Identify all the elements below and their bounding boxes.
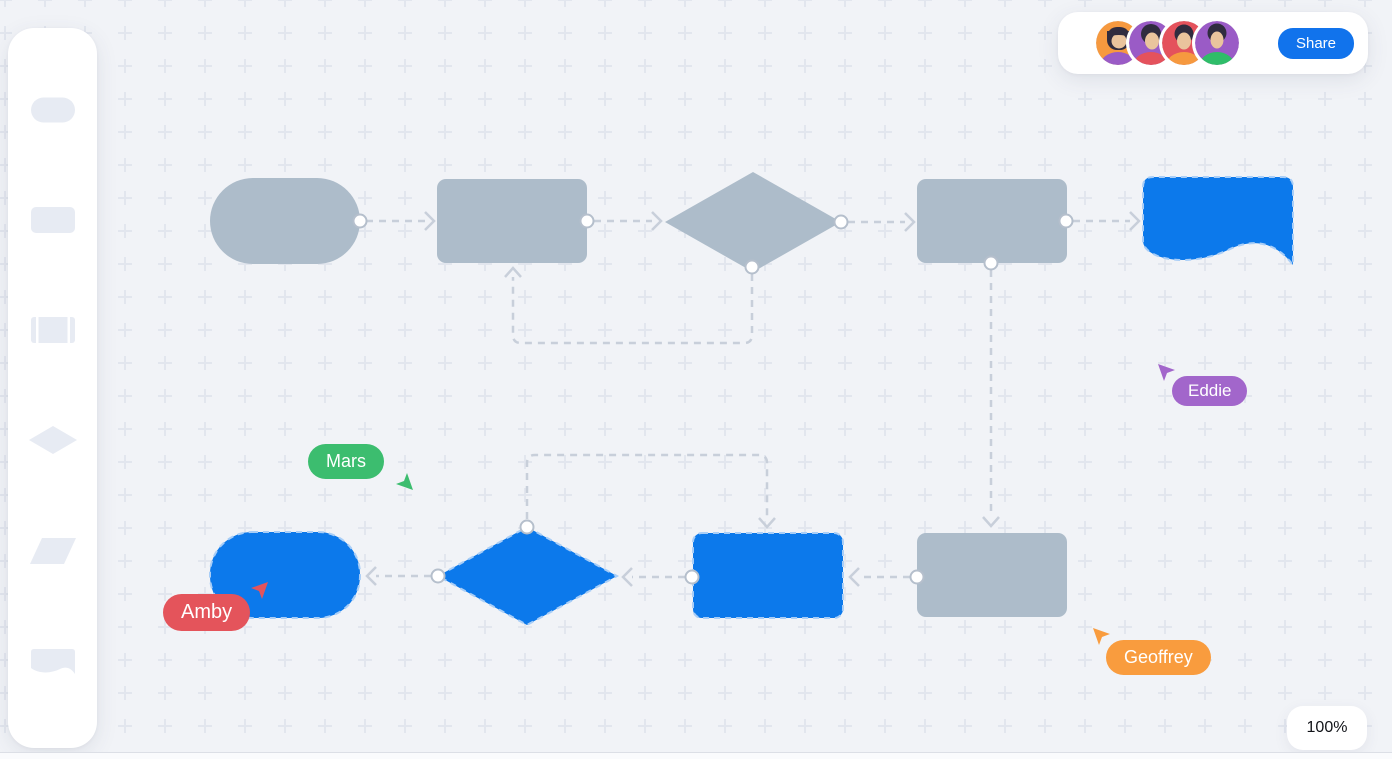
avatar-3[interactable] <box>1162 21 1206 65</box>
connector-arrowhead <box>982 516 1000 528</box>
connector-arrowhead <box>424 211 436 231</box>
connection-point[interactable] <box>744 259 760 275</box>
connector-decision2-loopback-process3[interactable] <box>525 453 769 519</box>
tool-terminator[interactable] <box>25 90 81 130</box>
shape-document-1[interactable] <box>1142 176 1294 268</box>
connector-arrowhead <box>621 567 633 587</box>
connector-arrowhead <box>904 212 916 232</box>
shape-process-3[interactable] <box>692 532 844 619</box>
connector-arrowhead <box>1129 211 1141 231</box>
connection-point[interactable] <box>833 214 849 230</box>
connector-arrowhead <box>504 266 522 278</box>
shape-terminator-1[interactable] <box>210 178 360 264</box>
zoom-level-value: 100% <box>1306 719 1348 736</box>
tool-document[interactable] <box>25 641 81 681</box>
connector-arrowhead <box>651 211 663 231</box>
connection-point[interactable] <box>684 569 700 585</box>
rounded-rectangle-icon <box>30 207 75 233</box>
shape-decision-2[interactable] <box>435 525 620 627</box>
share-button[interactable]: Share <box>1277 27 1354 59</box>
connector-decision1-loopback-process1[interactable] <box>511 274 754 345</box>
stadium-shape-icon <box>30 97 75 123</box>
avatar-2[interactable] <box>1129 21 1173 65</box>
connection-point[interactable] <box>579 213 595 229</box>
tool-decision[interactable] <box>25 420 81 460</box>
subroutine-rectangle-icon <box>30 317 75 343</box>
connection-point[interactable] <box>430 568 446 584</box>
connection-point[interactable] <box>352 213 368 229</box>
connection-point[interactable] <box>909 569 925 585</box>
connection-point[interactable] <box>519 519 535 535</box>
shape-process-4[interactable] <box>917 533 1067 617</box>
shape-process-1[interactable] <box>437 179 587 263</box>
document-shape-icon <box>30 648 75 674</box>
connection-point[interactable] <box>983 255 999 271</box>
diamond-icon <box>28 426 77 454</box>
presence-panel: Share <box>1058 12 1368 74</box>
shape-toolbar <box>8 28 97 748</box>
zoom-level-control[interactable]: 100% <box>1287 706 1367 750</box>
window-bottom-edge <box>0 752 1392 759</box>
connector-arrowhead <box>758 517 776 529</box>
connection-point[interactable] <box>1058 213 1074 229</box>
shape-decision-1[interactable] <box>665 172 841 272</box>
connector-arrowhead <box>848 567 860 587</box>
parallelogram-icon <box>29 538 76 564</box>
shape-terminator-2[interactable] <box>209 531 361 619</box>
tool-input-output[interactable] <box>25 531 81 571</box>
tool-process[interactable] <box>25 200 81 240</box>
avatar-4[interactable] <box>1195 21 1239 65</box>
avatar-stack <box>1096 21 1239 65</box>
connector-arrowhead <box>365 566 377 586</box>
avatar-1[interactable] <box>1096 21 1140 65</box>
tool-subroutine[interactable] <box>25 310 81 350</box>
shape-process-2[interactable] <box>917 179 1067 263</box>
